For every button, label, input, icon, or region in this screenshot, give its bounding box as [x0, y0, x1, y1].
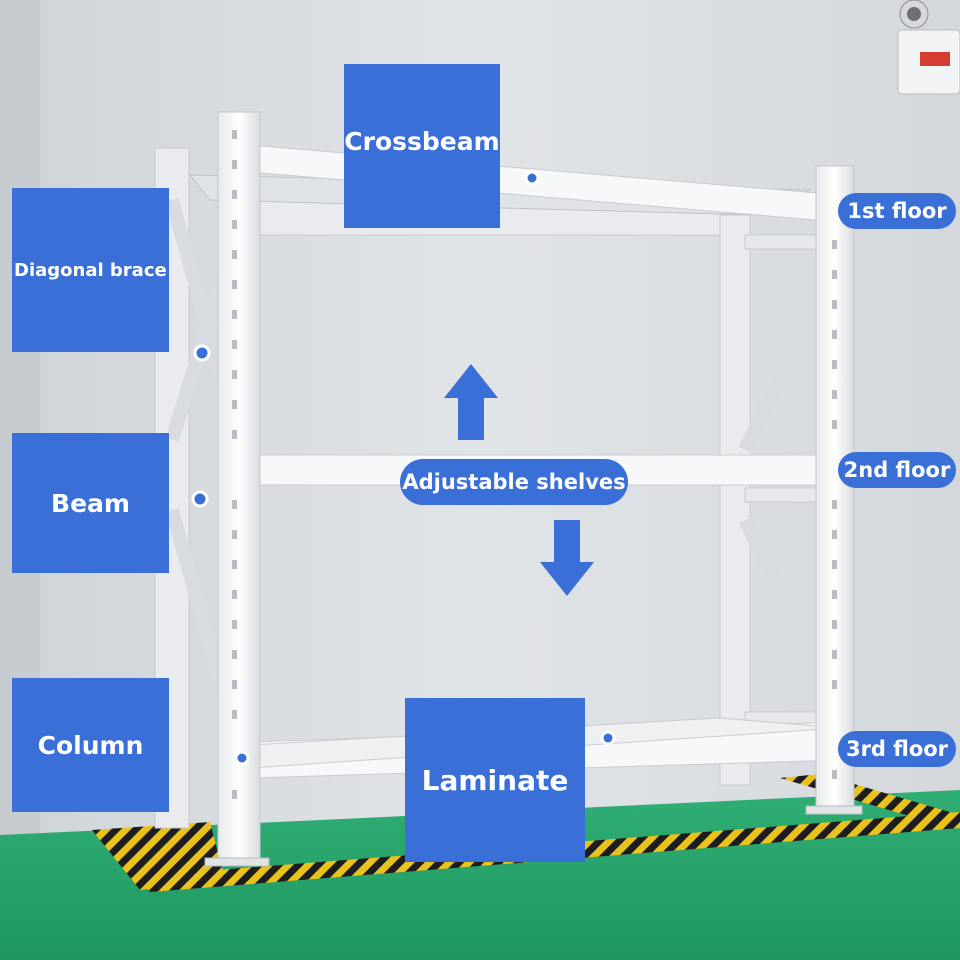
diagonal-brace-label: Diagonal brace: [12, 188, 169, 352]
post-perforations: [232, 130, 837, 799]
floor-2-label: 2nd floor: [838, 452, 956, 488]
down-arrow-icon: [540, 520, 594, 596]
callout-dot-icon: [191, 170, 616, 766]
laminate-label: Laminate: [405, 698, 585, 862]
column-label: Column: [12, 678, 169, 812]
right-diagonal-braces: [738, 281, 832, 684]
crossbeam-label: Crossbeam: [344, 64, 500, 228]
adjustable-shelves-label: Adjustable shelves: [400, 459, 628, 505]
floor-3-label: 3rd floor: [838, 731, 956, 767]
beam-label: Beam: [12, 433, 169, 573]
up-arrow-icon: [444, 364, 498, 440]
floor-1-label: 1st floor: [838, 193, 956, 229]
emergency-light-icon: [897, 0, 960, 95]
